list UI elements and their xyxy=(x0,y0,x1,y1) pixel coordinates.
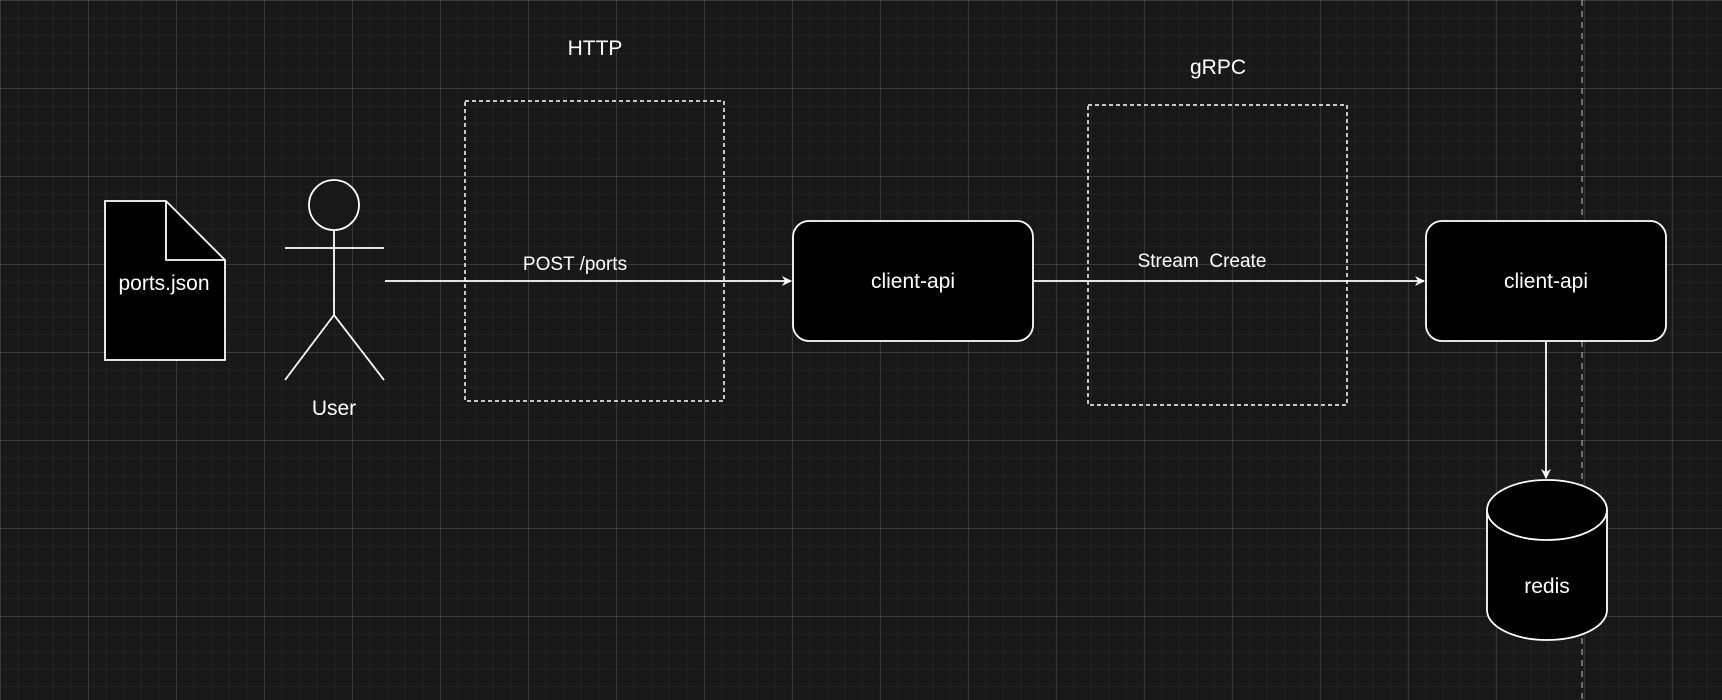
user-actor[interactable]: User xyxy=(284,179,385,420)
edge-stream-label: Stream Create xyxy=(1138,251,1267,272)
service-1-label: client-api xyxy=(871,270,955,293)
grpc-group-frame[interactable] xyxy=(1087,104,1348,406)
ports-json-file[interactable]: ports.json xyxy=(104,200,226,361)
service-2-label: client-api xyxy=(1504,270,1588,293)
cylinder-database-icon xyxy=(1486,479,1608,641)
file-label: ports.json xyxy=(118,272,209,295)
client-api-node-1[interactable]: client-api xyxy=(792,220,1034,342)
http-group-label: HTTP xyxy=(568,37,623,60)
grpc-group[interactable]: gRPC xyxy=(1087,56,1348,406)
actor-label: User xyxy=(312,397,356,420)
database-label: redis xyxy=(1524,575,1570,598)
http-group-frame[interactable] xyxy=(464,100,725,402)
grpc-group-label: gRPC xyxy=(1190,56,1246,79)
stick-figure-icon xyxy=(284,179,385,381)
redis-database[interactable]: redis xyxy=(1486,479,1608,641)
document-icon xyxy=(104,200,226,361)
edge-post-label: POST /ports xyxy=(523,254,627,275)
document-fold xyxy=(165,201,225,261)
edge-post-ports[interactable]: POST /ports xyxy=(385,254,792,286)
edge-stream-create[interactable]: Stream Create xyxy=(1033,251,1425,286)
http-group[interactable]: HTTP xyxy=(464,37,725,402)
client-api-node-2[interactable]: client-api xyxy=(1425,220,1667,342)
